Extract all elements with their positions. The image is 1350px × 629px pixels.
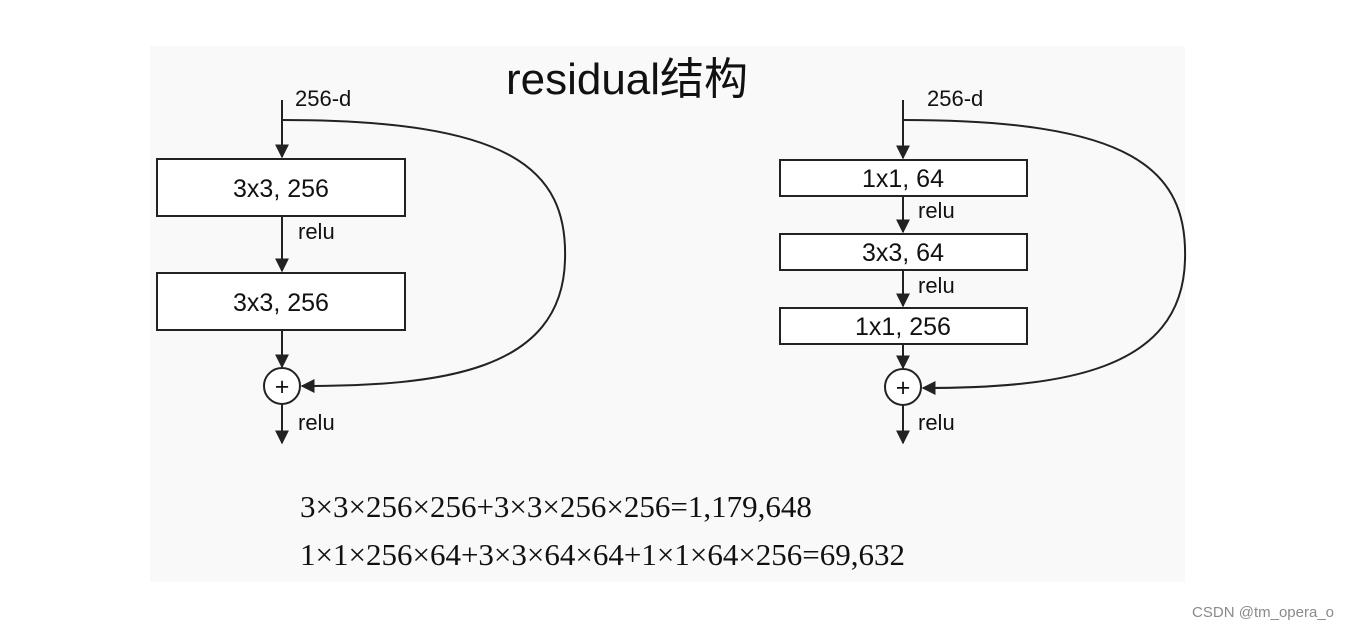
right-output-relu-label: relu: [918, 410, 955, 435]
left-input-label: 256-d: [295, 86, 351, 111]
left-output-relu-label: relu: [298, 410, 335, 435]
left-sum-symbol: +: [275, 373, 290, 401]
left-layer-label: 3x3, 256: [233, 289, 329, 317]
right-relu-label: relu: [918, 198, 955, 223]
left-layer-box: [156, 158, 406, 217]
right-input-label: 256-d: [927, 86, 983, 111]
diagram-title: residual结构: [506, 55, 748, 104]
right-bottleneck-block: 256-d 1x1, 64 relu 3x3, 64 relu 1x1, 256…: [779, 86, 1187, 445]
left-skip-connection: [281, 119, 567, 393]
right-layer-label: 1x1, 256: [855, 313, 951, 341]
left-layer-label: 3x3, 256: [233, 175, 329, 203]
right-layer-label: 3x3, 64: [862, 239, 944, 267]
right-layer-label: 1x1, 64: [862, 165, 944, 193]
right-layer-box: [779, 307, 1028, 345]
left-relu-label: relu: [298, 219, 335, 244]
right-relu-label: relu: [918, 273, 955, 298]
right-skip-connection: [902, 119, 1187, 395]
formula-bottleneck-params: 1×1×256×64+3×3×64×64+1×1×64×256=69,632: [300, 537, 905, 572]
right-sum-symbol: +: [896, 374, 911, 402]
left-residual-block: 256-d 3x3, 256 relu 3x3, 256 + relu: [156, 86, 567, 445]
formula-basic-params: 3×3×256×256+3×3×256×256=1,179,648: [300, 489, 812, 524]
watermark-text: CSDN @tm_opera_o: [1192, 604, 1334, 621]
